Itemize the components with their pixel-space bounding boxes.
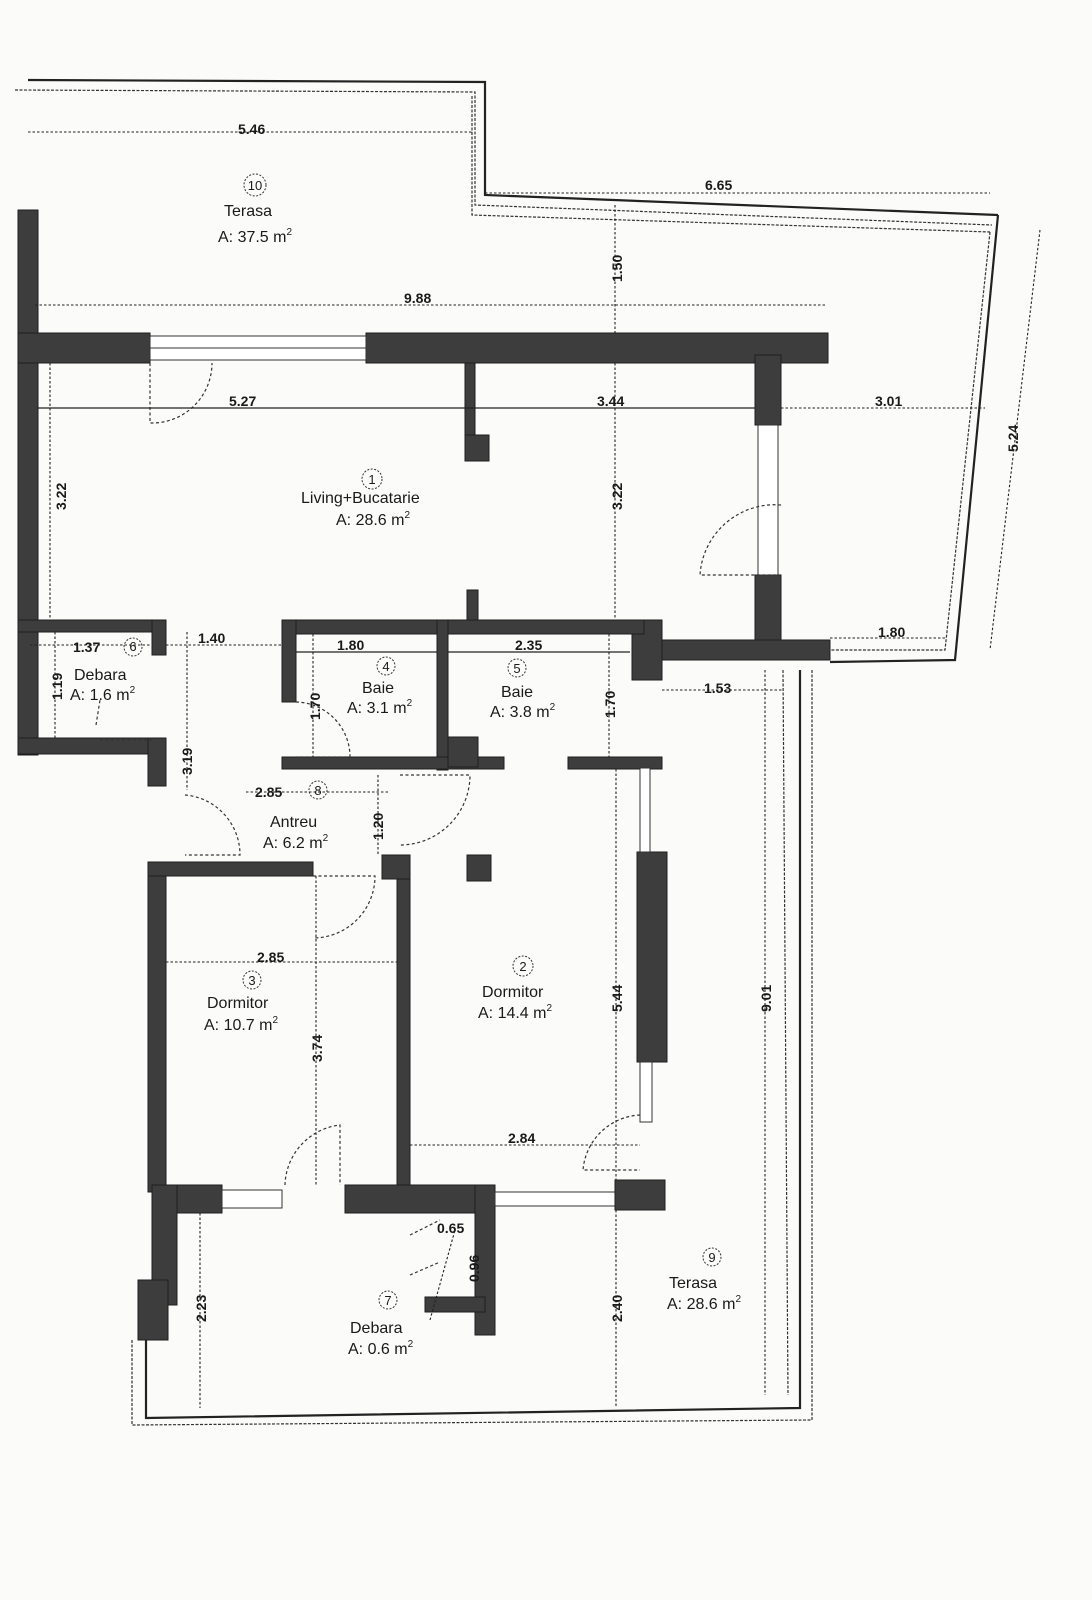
room-name: Dormitor	[482, 984, 544, 1001]
room-name: Debara	[74, 667, 127, 684]
room-number: 4	[382, 659, 389, 674]
room-area: A: 14.4 m2	[478, 1003, 552, 1022]
room-number: 5	[513, 661, 520, 676]
doors	[95, 362, 782, 1276]
room-name: Debara	[350, 1320, 403, 1337]
room-name: Antreu	[270, 814, 317, 831]
room-area: A: 0.6 m2	[348, 1339, 414, 1358]
dim-bath5-width: 2.35	[515, 637, 542, 653]
dim-bath4-height: 1.70	[307, 693, 323, 720]
dimension-lines	[28, 131, 990, 1408]
dim-east-terrace-width: 1.53	[704, 680, 731, 696]
dim-right-terrace-width: 3.01	[875, 393, 902, 409]
dim-bed2-height: 5.44	[609, 985, 625, 1012]
dim-living-height-left: 3.22	[53, 483, 69, 510]
dim-bed2-width: 2.84	[508, 1130, 535, 1146]
room-area: A: 37.5 m2	[218, 227, 292, 246]
dim-terrace-top-width: 5.46	[238, 121, 265, 137]
room-number: 3	[248, 973, 255, 988]
room-number: 1	[368, 472, 375, 487]
room-name: Dormitor	[207, 995, 269, 1012]
dim-bed3-width: 2.85	[257, 949, 284, 965]
dim-entry-height: 1.20	[370, 813, 386, 840]
room-label-3: 3 Dormitor A: 10.7 m2	[204, 970, 278, 1034]
dim-entry-width: 2.85	[255, 784, 282, 800]
room-name: Terasa	[224, 203, 272, 220]
dim-corridor-width: 1.40	[198, 630, 225, 646]
room-number: 2	[519, 959, 526, 974]
dim-living-total-width: 9.88	[404, 290, 431, 306]
dim-debara6-height: 1.19	[49, 673, 65, 700]
room-number: 6	[129, 639, 136, 654]
dim-living-height-mid: 3.22	[609, 483, 625, 510]
room-area: A: 1.6 m2	[70, 685, 136, 704]
room-area: A: 6.2 m2	[263, 833, 329, 852]
dim-debara7-height: 0.96	[466, 1255, 482, 1282]
dim-bed3-height: 3.74	[309, 1035, 325, 1062]
room-label-2: 2 Dormitor A: 14.4 m2	[478, 955, 552, 1022]
terrace-9-outline	[131, 669, 813, 1426]
room-number: 9	[708, 1250, 715, 1265]
room-name: Terasa	[669, 1275, 717, 1292]
dim-bath5-height: 1.70	[602, 691, 618, 718]
room-number: 10	[248, 178, 262, 193]
room-name: Baie	[501, 684, 533, 701]
dim-corridor-height: 3.19	[179, 748, 195, 775]
room-name: Baie	[362, 680, 394, 697]
dim-bath4-width: 1.80	[337, 637, 364, 653]
terrace-10-outline	[14, 78, 999, 233]
room-area: A: 28.6 m2	[336, 510, 410, 529]
room-label-1: 1 Living+Bucatarie A: 28.6 m2	[301, 468, 420, 529]
room-label-6: 6 Debara A: 1.6 m2	[70, 637, 143, 704]
dim-debara7-width: 0.65	[437, 1220, 464, 1236]
room-label-7: 7 Debara A: 0.6 m2	[348, 1290, 414, 1358]
room-name: Living+Bucatarie	[301, 490, 420, 507]
room-label-5: 5 Baie A: 3.8 m2	[490, 658, 556, 721]
room-area: A: 28.6 m2	[667, 1294, 741, 1313]
dim-living-left-width: 5.27	[229, 393, 256, 409]
dim-right-terrace-height: 5.24	[1005, 425, 1021, 452]
dimension-labels: 5.46 6.65 1.50 9.88 5.27 3.44 3.01 5.24 …	[49, 121, 1021, 1322]
dim-east-terrace-height: 9.01	[758, 985, 774, 1012]
room-label-10: 10 Terasa A: 37.5 m2	[218, 173, 292, 246]
walls	[17, 209, 831, 1341]
room-number: 7	[384, 1293, 391, 1308]
dim-living-right-width: 3.44	[597, 393, 624, 409]
room-area: A: 3.1 m2	[347, 698, 413, 717]
dim-debara6-width: 1.37	[73, 639, 100, 655]
dim-terrace-depth: 1.50	[609, 255, 625, 282]
room-label-4: 4 Baie A: 3.1 m2	[347, 656, 413, 717]
room-number: 8	[314, 783, 321, 798]
room-label-8: 8 Antreu A: 6.2 m2	[263, 780, 329, 852]
dim-terrace-right-width: 6.65	[705, 177, 732, 193]
terrace-right-outline	[829, 214, 1041, 664]
room-area: A: 3.8 m2	[490, 702, 556, 721]
room-area: A: 10.7 m2	[204, 1015, 278, 1034]
dim-south-mid-height: 2.40	[609, 1295, 625, 1322]
room-label-9: 9 Terasa A: 28.6 m2	[667, 1247, 741, 1313]
dim-right-terrace-bottom: 1.80	[878, 624, 905, 640]
dim-south-left-height: 2.23	[193, 1295, 209, 1322]
